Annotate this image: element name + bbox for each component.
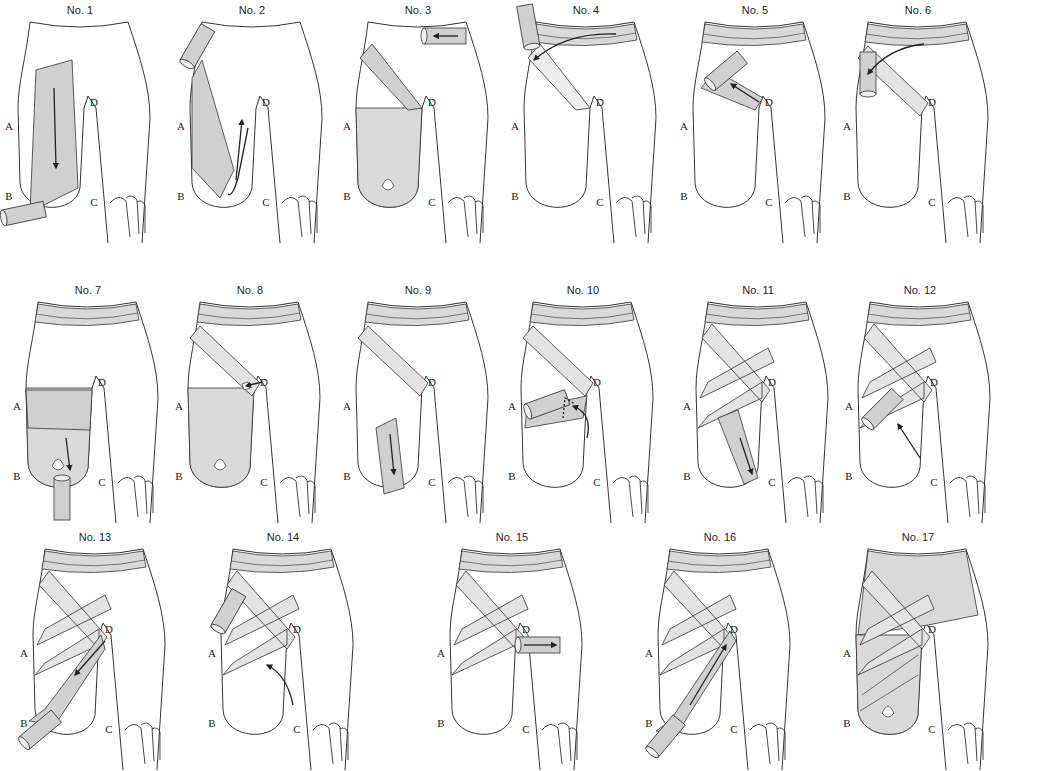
region-letter: D: [428, 377, 436, 388]
panel-title: No. 16: [704, 532, 736, 543]
region-letter: D: [730, 624, 738, 635]
region-letter: B: [208, 718, 215, 729]
region-letter: B: [437, 718, 444, 729]
region-letter: D: [930, 377, 938, 388]
region-letter: A: [845, 401, 853, 412]
region-letter: A: [343, 121, 351, 132]
region-letter: D: [768, 377, 776, 388]
region-letter: B: [177, 191, 184, 202]
region-letter: A: [645, 648, 653, 659]
panel-title: No. 3: [405, 5, 431, 16]
region-letter: A: [683, 401, 691, 412]
region-letter: A: [5, 121, 13, 132]
region-letter: C: [768, 477, 775, 488]
region-letter: D: [596, 97, 604, 108]
region-letter: D: [928, 97, 936, 108]
panel-title: No. 15: [496, 532, 528, 543]
region-letter: C: [765, 197, 772, 208]
region-letter: A: [437, 648, 445, 659]
region-letter: B: [5, 191, 12, 202]
region-letter: C: [928, 724, 935, 735]
region-letter: D: [593, 377, 601, 388]
region-letter: D: [522, 624, 530, 635]
region-letter: C: [928, 197, 935, 208]
region-letter: B: [343, 471, 350, 482]
region-letter: C: [596, 197, 603, 208]
panel-title: No. 10: [567, 285, 599, 296]
region-letter: D: [98, 377, 106, 388]
region-letter: B: [13, 471, 20, 482]
region-letter: B: [645, 718, 652, 729]
region-letter: D: [293, 624, 301, 635]
region-letter: A: [343, 401, 351, 412]
region-letter: A: [843, 121, 851, 132]
region-letter: A: [13, 401, 21, 412]
region-letter: C: [593, 477, 600, 488]
region-letter: B: [843, 718, 850, 729]
panel-title: No. 17: [902, 532, 934, 543]
region-letter: A: [680, 121, 688, 132]
region-letter: A: [511, 121, 519, 132]
panel-title: No. 1: [67, 5, 93, 16]
region-letter: C: [930, 477, 937, 488]
region-letter: C: [98, 477, 105, 488]
region-letter: C: [90, 197, 97, 208]
region-letter: D: [928, 624, 936, 635]
region-letter: C: [105, 724, 112, 735]
region-letter: A: [508, 401, 516, 412]
panel-title: No. 7: [75, 285, 101, 296]
region-letter: A: [177, 121, 185, 132]
region-letter: B: [680, 191, 687, 202]
panel-title: No. 14: [267, 532, 299, 543]
region-letter: D: [90, 97, 98, 108]
panel-title: No. 2: [239, 5, 265, 16]
panel-title: No. 13: [79, 532, 111, 543]
panel-title: No. 12: [904, 285, 936, 296]
region-letter: A: [20, 648, 28, 659]
region-letter: C: [730, 724, 737, 735]
region-letter: B: [343, 191, 350, 202]
region-letter: C: [262, 197, 269, 208]
region-letter: D: [262, 97, 270, 108]
panel-title: No. 4: [573, 5, 599, 16]
region-letter: C: [428, 477, 435, 488]
region-letter: D: [428, 97, 436, 108]
region-letter: B: [508, 471, 515, 482]
region-letter: C: [293, 724, 300, 735]
panel-title: No. 6: [905, 5, 931, 16]
panel-title: No. 9: [405, 285, 431, 296]
region-letter: A: [843, 648, 851, 659]
region-letter: C: [260, 477, 267, 488]
region-letter: B: [843, 191, 850, 202]
region-letter: B: [20, 718, 27, 729]
region-letter: C: [522, 724, 529, 735]
panel-title: No. 5: [742, 5, 768, 16]
region-letter: C: [428, 197, 435, 208]
region-letter: A: [175, 401, 183, 412]
region-letter: D: [105, 624, 113, 635]
region-letter: B: [511, 191, 518, 202]
region-letter: D: [765, 97, 773, 108]
region-letter: B: [845, 471, 852, 482]
region-letter: B: [175, 471, 182, 482]
panel-title: No. 8: [237, 285, 263, 296]
region-letter: D: [260, 377, 268, 388]
panel-title: No. 11: [742, 285, 774, 296]
region-letter: B: [683, 471, 690, 482]
region-letter: A: [208, 648, 216, 659]
